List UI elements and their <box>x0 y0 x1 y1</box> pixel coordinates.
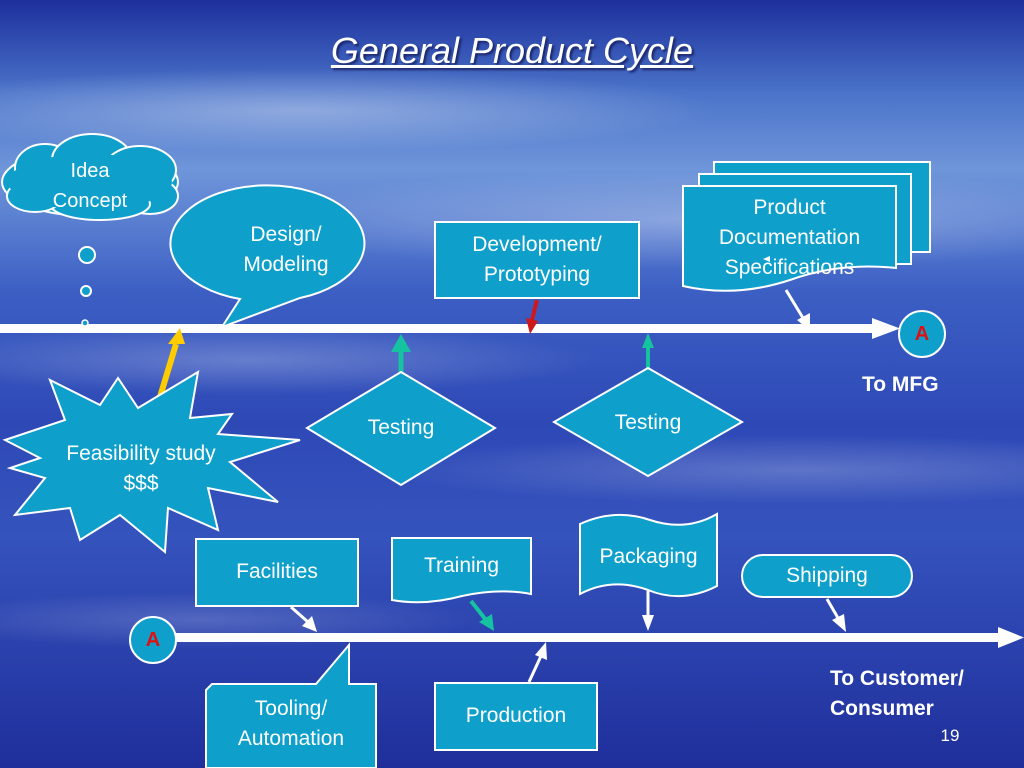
idea-cloud-fill <box>8 154 172 210</box>
facilities-box <box>195 538 359 607</box>
testing-1-diamond <box>305 370 497 487</box>
packaging-arrow <box>642 591 654 631</box>
development-box <box>434 221 640 299</box>
thought-bubble-large <box>78 246 96 264</box>
shipping-arrow <box>825 598 846 632</box>
design-label: Design/ Modeling <box>243 223 329 276</box>
documentation-marker-icon <box>763 256 770 262</box>
shipping-label: Shipping <box>786 564 868 587</box>
documentation-stack-shape <box>682 161 931 292</box>
connector-a-bottom-label: A <box>145 628 161 651</box>
thought-bubble-small <box>81 319 89 327</box>
documentation-arrow <box>784 289 810 331</box>
to-customer-label: To Customer/ Consumer <box>830 667 964 720</box>
testing-2-label: Testing <box>614 411 682 434</box>
training-document-shape <box>391 537 532 604</box>
testing-1-arrow <box>391 334 411 372</box>
feasibility-starburst <box>2 370 301 555</box>
connector-a-top <box>898 310 946 358</box>
testing-2-diamond <box>551 366 745 478</box>
tooling-callout-shape <box>205 642 377 768</box>
feasibility-label: Feasibility study $$$ <box>66 442 216 495</box>
top-timeline <box>0 318 900 339</box>
packaging-tape-shape <box>579 512 718 598</box>
facilities-arrow <box>290 605 317 632</box>
thought-bubble-medium <box>80 285 92 297</box>
development-label: Development/ Prototyping <box>472 233 602 286</box>
packaging-label: Packaging <box>599 545 698 568</box>
production-label: Production <box>465 704 567 727</box>
connector-a-bottom <box>129 616 177 664</box>
slide-title: General Product Cycle <box>330 30 694 71</box>
production-arrow <box>527 642 547 683</box>
shipping-box <box>741 554 913 598</box>
bottom-timeline <box>150 627 1024 648</box>
design-bubble-shape <box>169 184 366 329</box>
testing-1-label: Testing <box>367 416 435 439</box>
facilities-label: Facilities <box>236 560 318 583</box>
training-arrow <box>469 599 494 631</box>
connector-a-top-label: A <box>914 322 930 345</box>
testing-2-arrow <box>642 333 654 368</box>
to-mfg-label: To MFG <box>862 373 939 396</box>
training-label: Training <box>423 554 500 577</box>
development-arrow <box>526 299 539 334</box>
idea-label: Idea Concept <box>52 160 128 212</box>
production-box <box>434 682 598 751</box>
documentation-label: Product Documentation Specifications <box>718 196 861 279</box>
tooling-label: Tooling/ Automation <box>237 697 345 750</box>
slide-number: 19 <box>940 726 960 745</box>
